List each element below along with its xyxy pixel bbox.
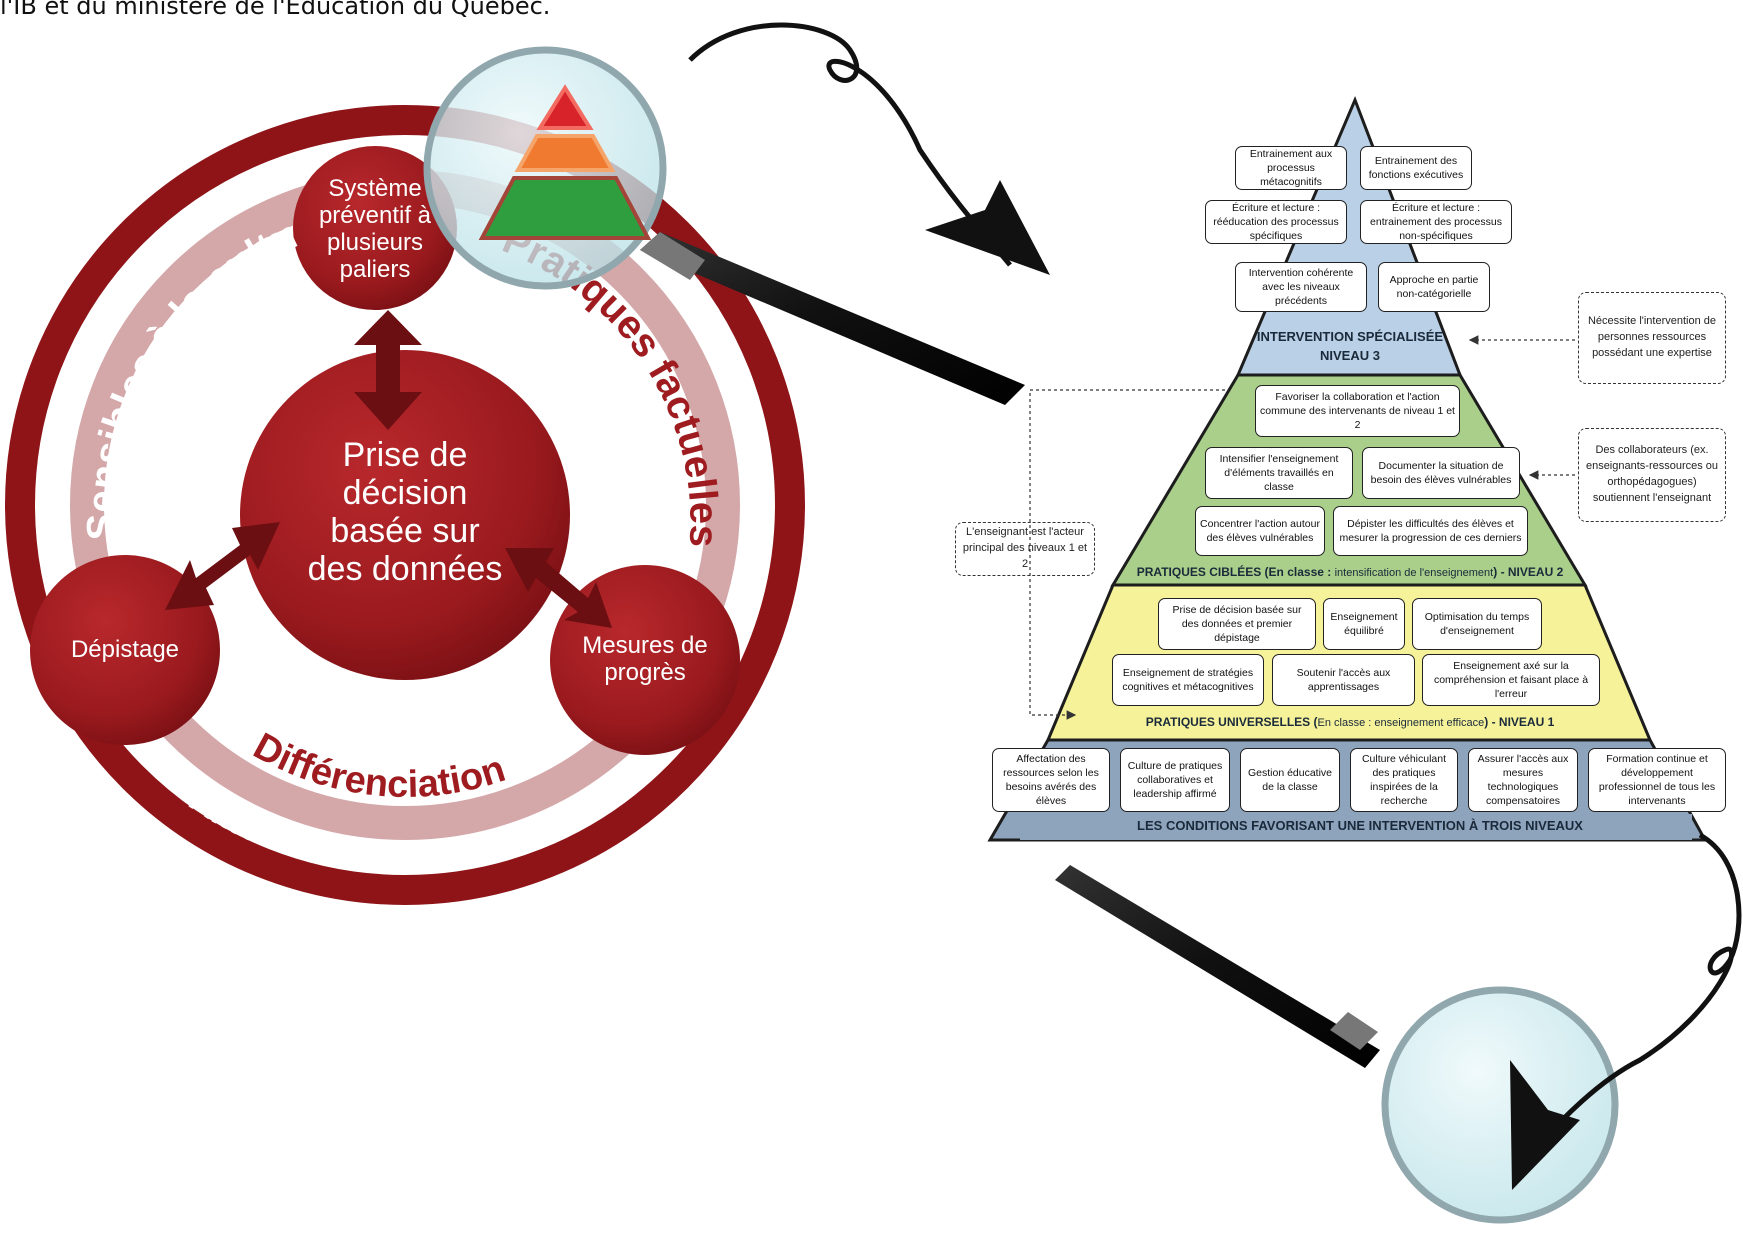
level2-box-5: Dépister les difficultés des élèves et m… (1333, 506, 1528, 556)
outer-ring (5, 105, 805, 905)
left-circle-label: Dépistage (70, 635, 180, 663)
note-connectors (1029, 335, 1575, 720)
level3-box-2: Entrainement des fonctions exécutives (1360, 146, 1472, 190)
center-circle-label: Prise de décision basée sur des données (307, 435, 503, 589)
level3-subtitle: NIVEAU 3 (1320, 347, 1380, 363)
level3-box-1: Entrainement aux processus métacognitifs (1235, 146, 1347, 190)
base-title: LES CONDITIONS FAVORISANT UNE INTERVENTI… (1137, 818, 1583, 833)
curly-arrowhead-bottom (1510, 1060, 1580, 1190)
level1-title: PRATIQUES UNIVERSELLES (En classe : ense… (1120, 715, 1580, 729)
level1-box-1: Prise de décision basée sur des données … (1158, 598, 1316, 650)
note-teacher: L'enseignant est l'acteur principal des … (955, 522, 1095, 576)
note-level2: Des collaborateurs (ex. enseignants-ress… (1578, 428, 1726, 522)
arrow-right-center (505, 548, 612, 628)
level2-title-small: intensification de l'enseignement (1334, 567, 1494, 579)
level3-box-4: Écriture et lecture : entrainement des p… (1360, 200, 1512, 244)
base-box-1: Affectation des ressources selon les bes… (992, 748, 1110, 812)
level3-box-5: Intervention cohérente avec les niveaux … (1235, 262, 1367, 312)
level1-box-4: Enseignement de stratégies cognitives et… (1112, 654, 1264, 706)
level2-box-1: Favoriser la collaboration et l'action c… (1255, 385, 1460, 437)
right-circle-label: Mesures de progrès (582, 632, 708, 686)
curly-arrowhead-top (925, 180, 1050, 275)
base-box-6: Formation continue et développement prof… (1588, 748, 1726, 812)
level3-title: INTERVENTION SPÉCIALISÉE NIVEAU 3 (1255, 328, 1445, 366)
level2-title: PRATIQUES CIBLÉES (En classe : intensifi… (1135, 565, 1565, 579)
magnifier-top (423, 46, 1025, 405)
level3-box-6: Approche en partie non-catégorielle (1378, 262, 1490, 312)
note-level3: Nécessite l'intervention de personnes re… (1578, 292, 1726, 384)
level2-box-3: Documenter la situation de besoin des él… (1362, 447, 1520, 499)
base-box-4: Culture véhiculant des pratiques inspiré… (1350, 748, 1458, 812)
level1-title-end: ) - NIVEAU 1 (1484, 715, 1555, 729)
base-box-5: Assurer l'accès aux mesures technologiqu… (1468, 748, 1578, 812)
level3-box-3: Écriture et lecture : rééducation des pr… (1205, 200, 1347, 244)
caption-text: l'IB et du ministère de l'Éducation du Q… (0, 0, 551, 20)
base-box-2: Culture de pratiques collaboratives et l… (1120, 748, 1230, 812)
level2-title-end: ) - NIVEAU 2 (1493, 565, 1564, 579)
level2-box-2: Intensifier l'enseignement d'éléments tr… (1205, 447, 1353, 499)
level1-box-2: Enseignement équilibré (1323, 598, 1405, 650)
level1-box-6: Enseignement axé sur la compréhension et… (1422, 654, 1600, 706)
level2-title-start: PRATIQUES CIBLÉES (En classe : (1136, 565, 1335, 579)
center-circle (240, 350, 570, 680)
arrow-left-center (165, 522, 280, 610)
level1-box-5: Soutenir l'accès aux apprentissages (1272, 654, 1415, 706)
curly-arrow-bottom (1533, 832, 1742, 1152)
pyramid-icon (478, 84, 652, 240)
level3-title-line: INTERVENTION SPÉCIALISÉE (1256, 329, 1444, 344)
base-box-3: Gestion éducative de la classe (1240, 748, 1340, 812)
magnifier-bottom (1055, 865, 1619, 1224)
base-title-strip (1020, 814, 1692, 840)
curly-arrow-top (688, 22, 1012, 267)
arrow-top-center (354, 310, 422, 430)
top-circle (293, 146, 457, 310)
level1-title-small: En classe : enseignement efficace (1317, 717, 1485, 729)
top-circle-label: Système préventif à plusieurs paliers (318, 175, 432, 283)
level1-box-3: Optimisation du temps d'enseignement (1412, 598, 1542, 650)
level1-title-start: PRATIQUES UNIVERSELLES ( (1145, 715, 1318, 729)
level2-box-4: Concentrer l'action autour des élèves vu… (1195, 506, 1325, 556)
